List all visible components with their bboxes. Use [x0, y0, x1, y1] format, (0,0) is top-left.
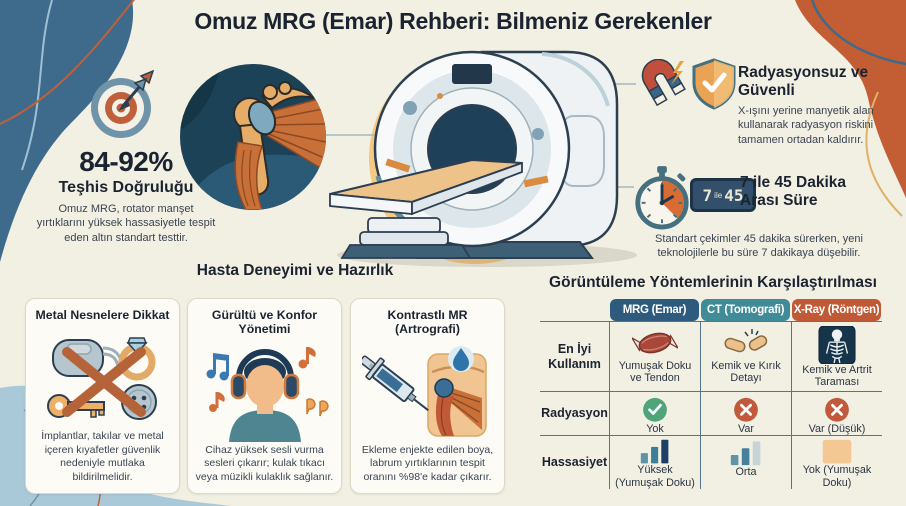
- comparison-table: MRG (Emar) CT (Tomografi) X-Ray (Röntgen…: [540, 299, 882, 489]
- broken-bone-icon: [724, 329, 768, 353]
- magnet-icon: [641, 59, 686, 107]
- card-title: Gürültü ve Konfor Yönetimi: [211, 308, 318, 336]
- card-title: Kontrastlı MR (Artrografi): [387, 308, 468, 336]
- syringe-shoulder-icon: [361, 346, 487, 437]
- row-label-best-use: En İyi Kullanım: [540, 321, 609, 391]
- comparison-title: Görüntüleme Yöntemlerinin Karşılaştırılm…: [549, 274, 877, 291]
- card-metal-warning: Metal Nesnelere Dikkat: [25, 298, 180, 494]
- card-description: İmplantlar, takılar ve metal içeren kıya…: [41, 430, 164, 483]
- display-separator: ile: [714, 190, 723, 200]
- column-header-ct: CT (Tomografi): [701, 299, 790, 321]
- safety-description: X-ışını yerine manyetik alan kullanarak …: [738, 105, 874, 146]
- corner-blob-top-right: [795, 0, 906, 198]
- cell-ct-sensitivity: Orta: [700, 435, 791, 489]
- cross-circle-icon: [734, 397, 758, 422]
- column-header-mrg: MRG (Emar): [610, 299, 699, 321]
- cell-xray-radiation: Var (Düşük): [791, 391, 882, 435]
- card-description: Cihaz yüksek sesli vurma sesleri çıkarır…: [195, 443, 334, 483]
- cell-mrg-sensitivity: Yüksek (Yumuşak Doku): [609, 435, 700, 489]
- headphones-person-icon: [206, 347, 329, 442]
- display-minutes-max: 45: [724, 185, 744, 205]
- row-label-sensitivity: Hassasiyet: [540, 435, 609, 489]
- cross-circle-icon: [825, 397, 849, 422]
- accuracy-value: 84-92%: [79, 146, 173, 177]
- accuracy-description: Omuz MRG, rotator manşet yırtıklarını yü…: [36, 203, 216, 244]
- metal-objects-crossed-icon: [46, 337, 157, 420]
- duration-digital-display: 7 ile 45: [690, 178, 756, 212]
- cell-ct-radiation: Var: [700, 391, 791, 435]
- skeleton-xray-icon: [818, 326, 856, 364]
- page-title: Omuz MRG (Emar) Rehberi: Bilmeniz Gereke…: [194, 8, 712, 34]
- card-contrast-mr: Kontrastlı MR (Artrografi): [350, 298, 505, 494]
- card-title: Metal Nesnelere Dikkat: [35, 308, 170, 322]
- bar-chart-high-icon: [640, 439, 669, 464]
- cell-ct-best-use: Kemik ve Kırık Detayı: [700, 321, 791, 391]
- bar-chart-medium-icon: [730, 441, 761, 466]
- card-noise-comfort: Gürültü ve Konfor Yönetimi: [187, 298, 342, 494]
- duration-description: Standart çekimler 45 dakika sürerken, ye…: [655, 233, 863, 260]
- accuracy-label: Teşhis Doğruluğu: [58, 179, 194, 196]
- patient-cards: Metal Nesnelere Dikkat: [25, 298, 507, 494]
- duration-title: 7 ile 45 Dakika Arası Süre: [740, 174, 846, 209]
- shoulder-anatomy-illustration: [180, 64, 326, 210]
- display-minutes-min: 7: [702, 185, 713, 205]
- shield-check-icon: [692, 58, 736, 110]
- cell-xray-best-use: Kemik ve Artrit Taraması: [791, 321, 882, 391]
- row-label-radiation: Radyasyon: [540, 391, 609, 435]
- swatch-none-icon: [822, 439, 852, 464]
- cell-xray-sensitivity: Yok (Yumuşak Doku): [791, 435, 882, 489]
- muscle-icon: [632, 332, 678, 354]
- table-corner: [540, 299, 609, 321]
- cell-mrg-radiation: Yok: [609, 391, 700, 435]
- mri-scanner-illustration: [329, 50, 637, 267]
- card-description: Ekleme enjekte edilen boya, labrum yırtı…: [361, 443, 494, 483]
- target-icon: [91, 70, 155, 138]
- column-header-xray: X-Ray (Röntgen): [792, 299, 881, 321]
- check-circle-icon: [643, 397, 667, 422]
- corner-blob-top-left: [0, 0, 134, 262]
- stopwatch-icon: [635, 166, 689, 230]
- diagnosis-stat-block: 84-92% Teşhis Doğruluğu Omuz MRG, rotato…: [36, 70, 216, 245]
- cell-mrg-best-use: Yumuşak Doku ve Tendon: [609, 321, 700, 391]
- safety-title: Radyasyonsuz ve Güvenli: [738, 64, 869, 99]
- patient-section-title: Hasta Deneyimi ve Hazırlık: [196, 262, 394, 279]
